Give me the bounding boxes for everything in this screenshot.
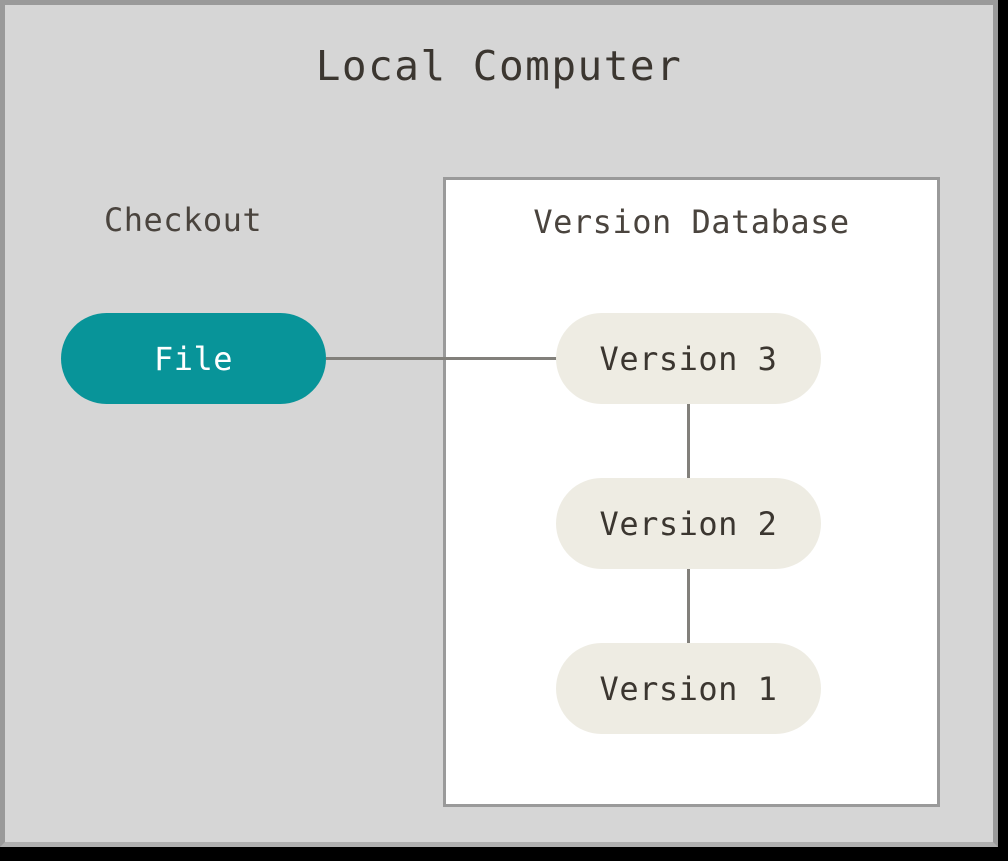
connector-version3-to-version2 xyxy=(687,404,690,478)
frame-bottom-edge xyxy=(0,853,1008,861)
frame-right-edge xyxy=(998,0,1008,861)
node-file[interactable]: File xyxy=(61,313,326,404)
version-database-label: Version Database xyxy=(533,203,850,241)
checkout-label: Checkout xyxy=(104,201,263,239)
page-title: Local Computer xyxy=(315,42,683,90)
node-version-3[interactable]: Version 3 xyxy=(556,313,821,404)
connector-version2-to-version1 xyxy=(687,569,690,643)
node-version-1[interactable]: Version 1 xyxy=(556,643,821,734)
node-version-2[interactable]: Version 2 xyxy=(556,478,821,569)
connector-file-to-version3 xyxy=(326,357,558,360)
